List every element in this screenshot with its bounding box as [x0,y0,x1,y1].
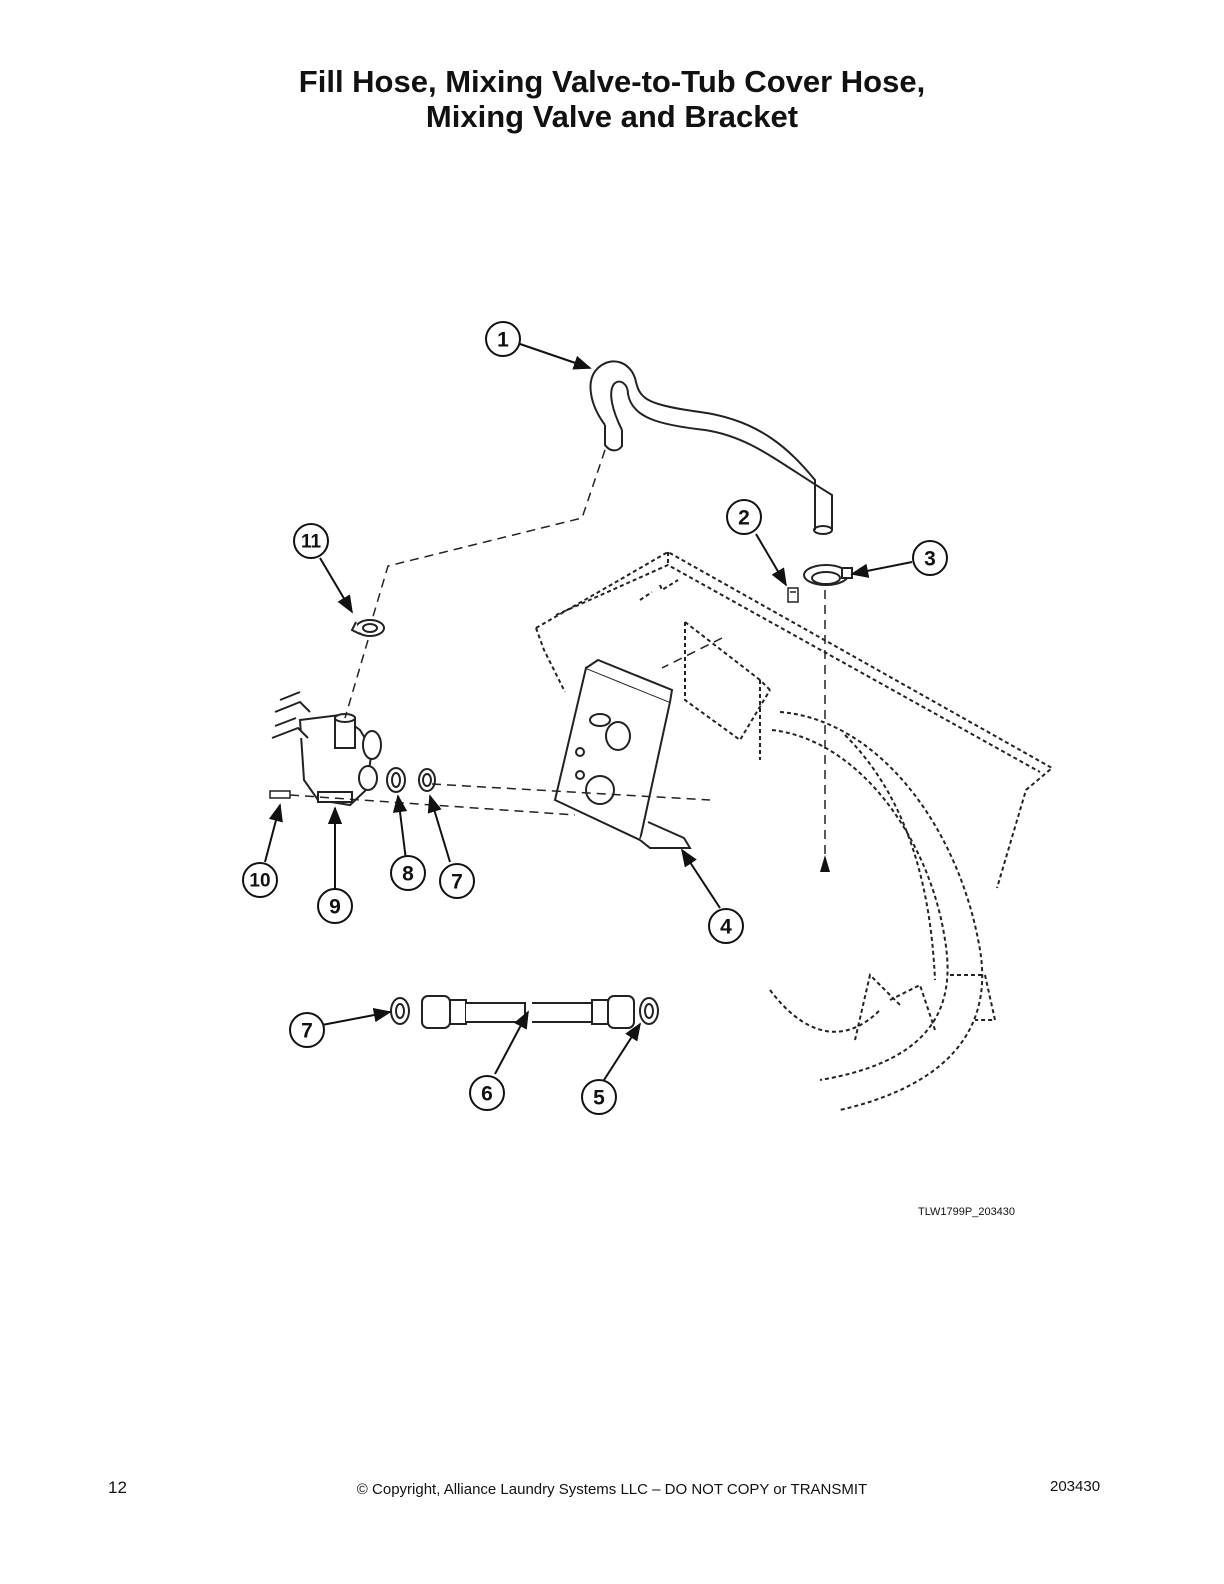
callout-circle-2 [726,499,762,535]
callout-1: 1 [497,329,509,352]
washer-part-7-lower [390,997,410,1025]
callout-circle-7-upper [439,863,475,899]
hose-clamp-part-3 [803,564,853,586]
mounting-bracket-part-4 [553,658,692,849]
drawing-code: TLW1799P_203430 [918,1206,1016,1218]
callout-7-lower: 7 [301,1020,313,1043]
inlet-hose-part-6 [421,995,635,1029]
callout-10: 10 [249,871,270,892]
callout-6: 6 [481,1083,493,1106]
callout-3: 3 [924,548,936,571]
callout-bubbles [242,321,948,1115]
screw-part-2 [787,587,799,603]
callout-circle-8 [390,855,426,891]
callout-leaders [264,343,913,1081]
washer-part-7-upper [418,768,436,792]
callout-7-upper: 7 [451,871,463,894]
callout-4: 4 [720,916,732,939]
callout-circle-1 [485,321,521,357]
page-title-line-1: Fill Hose, Mixing Valve-to-Tub Cover Hos… [298,64,926,99]
document-number: 203430 [1050,1478,1101,1495]
washer-part-8 [386,767,406,793]
fill-hose-part-1 [589,360,833,535]
callout-circle-3 [912,540,948,576]
callout-5: 5 [593,1087,605,1110]
callout-2: 2 [738,507,750,530]
callout-circle-7-lower [289,1012,325,1048]
screw-part-10 [269,790,291,799]
callout-circle-6 [469,1075,505,1111]
copyright-notice: © Copyright, Alliance Laundry Systems LL… [356,1481,868,1498]
callout-11: 11 [301,532,322,553]
page-number: 12 [108,1478,127,1497]
tub-cover-outline [535,550,1054,1111]
callout-circle-9 [317,888,353,924]
drop-arrow [820,855,830,872]
mixing-valve-part-9 [271,691,382,807]
callout-8: 8 [402,863,414,886]
hose-clip-part-11 [350,619,385,637]
washer-part-5 [639,997,659,1025]
page-title-line-2: Mixing Valve and Bracket [425,99,799,134]
callout-circle-11 [293,523,329,559]
callout-9: 9 [329,896,341,919]
callout-circle-5 [581,1079,617,1115]
callout-circle-10 [242,862,278,898]
callout-circle-4 [708,908,744,944]
